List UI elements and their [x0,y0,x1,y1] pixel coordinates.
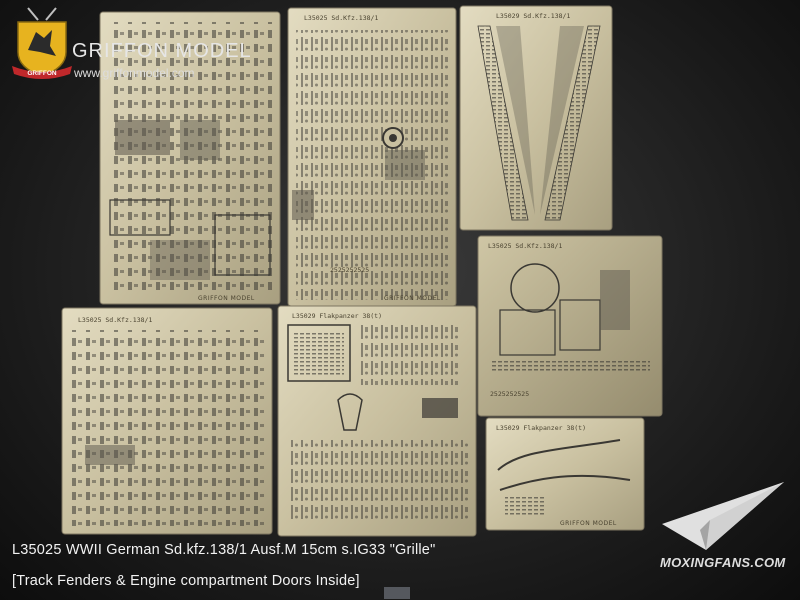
sheet-brand-mark: GRIFFON MODEL [198,295,255,302]
sheet-brand-mark: GRIFFON MODEL [560,520,617,527]
sheet-bottom-center-label: L35029 Flakpanzer 38(t) [292,312,382,320]
sheet-bottom-left-label: L35025 Sd.Kfz.138/1 [78,316,152,324]
paper-plane-icon [662,482,784,550]
pe-sheet-bottom-left: L35025 Sd.Kfz.138/1 [61,307,273,535]
brand-url: www.griffonmodel.com [74,66,195,80]
logo-badge-text: GRIFFON [27,70,57,77]
sheet-top-center-label: L35025 Sd.Kfz.138/1 [304,14,378,22]
watermark-text: MOXINGFANS.COM [660,555,786,570]
pe-sheet-bottom-right: L35029 Flakpanzer 38(t) GRIFFON MODEL [485,417,645,531]
brand-block: GRIFFON MODEL www.griffonmodel.com [8,10,298,90]
brand-name: GRIFFON MODEL [72,40,252,62]
sheet-bottom-right-label: L35029 Flakpanzer 38(t) [496,424,586,432]
pe-sheet-mid-right: L35025 Sd.Kfz.138/1 2525252525 [477,235,663,417]
sheet-brand-mark: GRIFFON MODEL [384,295,441,302]
pe-sheet-top-center: L35025 Sd.Kfz.138/1 2525252525 GRIFFON M… [287,7,457,307]
part-number-row: 2525252525 [330,266,369,274]
pe-sheet-top-right: L35029 Sd.Kfz.138/1 [459,5,613,231]
sheet-top-right-label: L35029 Sd.Kfz.138/1 [496,12,570,20]
small-metal-tag [384,587,410,599]
sheet-mid-right-label: L35025 Sd.Kfz.138/1 [488,242,562,250]
caption-title: L35025 WWII German Sd.kfz.138/1 Ausf.M 1… [12,542,436,558]
part-number-row: 2525252525 [490,390,529,398]
pe-sheet-top-left: GRIFFON MODEL [99,11,281,305]
caption-subtitle: [Track Fenders & Engine compartment Door… [12,573,360,589]
pe-sheet-bottom-center: L35029 Flakpanzer 38(t) [277,305,477,537]
griffon-logo-icon: GRIFFON [12,7,72,79]
